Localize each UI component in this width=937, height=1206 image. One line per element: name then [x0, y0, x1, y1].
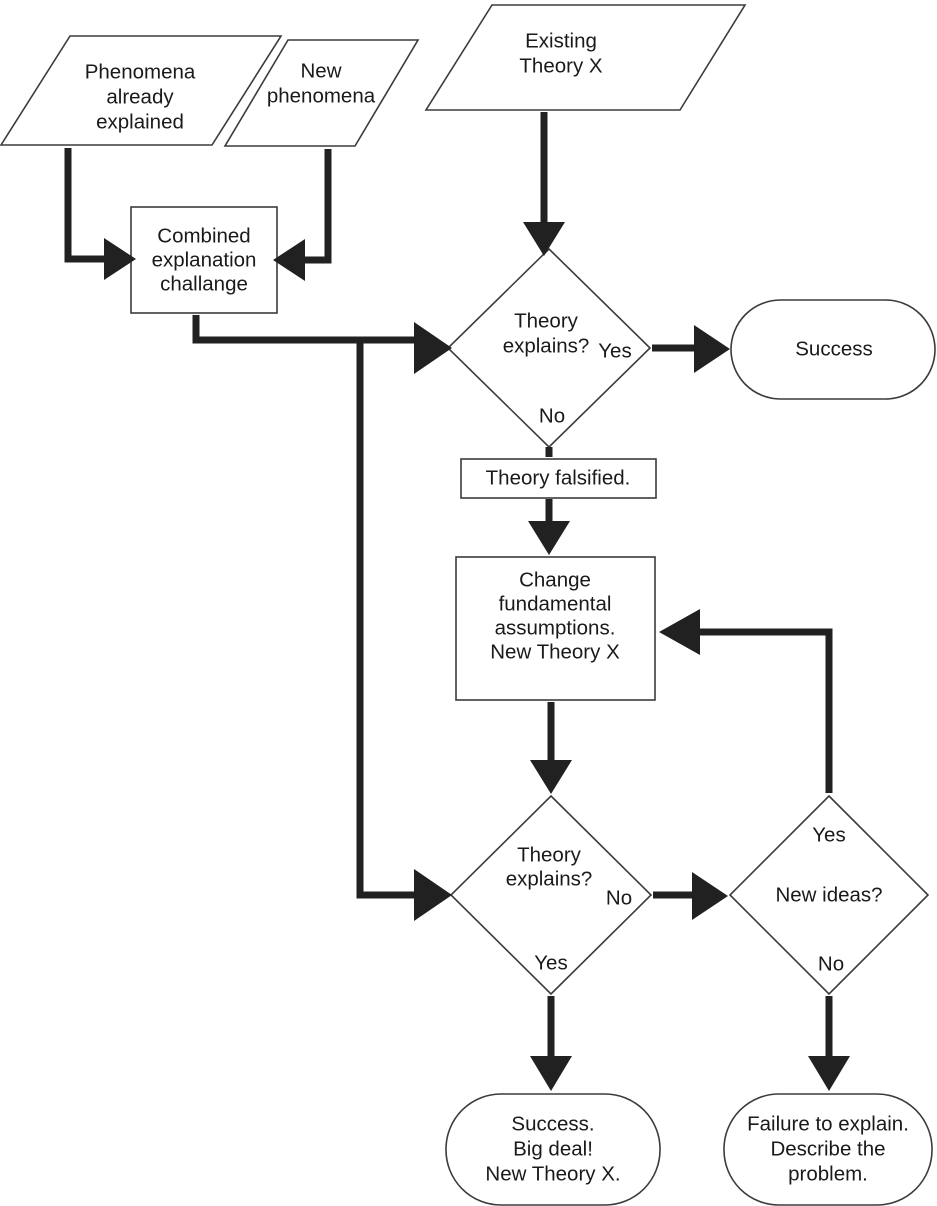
- decision-shape: [728, 794, 930, 996]
- node-phenomena-already-explained[interactable]: Phenomena already explained: [0, 35, 283, 146]
- node-label: Describe the: [770, 1137, 885, 1160]
- edge-label-yes: Yes: [534, 951, 567, 974]
- connector-phenomena-to-combined: [64, 148, 136, 280]
- arrowhead-icon: [530, 760, 572, 794]
- parallelogram-shape: [223, 39, 420, 147]
- arrowhead-icon: [414, 322, 452, 374]
- node-label: Success.: [511, 1112, 594, 1135]
- arrowhead-icon: [808, 1056, 850, 1091]
- node-success-big-deal[interactable]: Success. Big deal! New Theory X.: [445, 1093, 661, 1206]
- parallelogram-shape: [424, 4, 747, 111]
- process-shape: [130, 206, 278, 314]
- node-label: Phenomena: [85, 60, 196, 83]
- node-label: Combined: [157, 224, 250, 247]
- connector-existing-theory-to-decision1: [523, 112, 565, 256]
- process-shape: [455, 556, 656, 701]
- connector-combined-to-decisions: [192, 315, 452, 921]
- edge-label-no: No: [818, 952, 844, 975]
- node-label: problem.: [788, 1162, 868, 1185]
- node-label: Theory falsified.: [486, 466, 631, 489]
- node-success[interactable]: Success: [730, 299, 936, 400]
- arrowhead-icon: [528, 521, 570, 555]
- edge-label-yes: Yes: [812, 823, 845, 846]
- node-label: challange: [160, 272, 248, 295]
- process-shape: [460, 458, 657, 499]
- node-label: Failure to explain.: [747, 1112, 909, 1135]
- parallelogram-shape: [0, 35, 283, 146]
- node-new-phenomena[interactable]: New phenomena: [223, 39, 420, 147]
- connector-decision1-yes-to-success: [652, 325, 730, 373]
- decision-shape: [449, 794, 653, 996]
- node-label: Theory X: [519, 54, 602, 77]
- node-label: New Theory X.: [485, 1162, 620, 1185]
- node-label: phenomena: [267, 84, 376, 107]
- node-theory-falsified[interactable]: Theory falsified.: [460, 458, 657, 499]
- node-label: Change: [519, 568, 591, 591]
- connector-falsified-to-change: [528, 499, 570, 555]
- arrowhead-icon: [414, 869, 452, 921]
- node-decision-theory-explains-2[interactable]: Theory explains? No Yes: [449, 794, 653, 996]
- edge-label-yes: Yes: [598, 339, 631, 362]
- edge-label-no: No: [606, 886, 632, 909]
- node-label: New ideas?: [775, 883, 882, 906]
- node-label: Big deal!: [513, 1137, 593, 1160]
- node-label: fundamental: [499, 592, 612, 615]
- node-decision-theory-explains-1[interactable]: Theory explains? Yes No: [446, 247, 652, 449]
- terminator-shape: [445, 1093, 661, 1206]
- node-decision-new-ideas[interactable]: Yes New ideas? No: [728, 794, 930, 996]
- node-label: explains?: [506, 867, 593, 890]
- node-label: New Theory X: [490, 640, 620, 663]
- connector-newideas-no-to-failure: [808, 996, 850, 1091]
- connector-decision2-yes-to-success-big: [530, 996, 572, 1091]
- node-label: Existing: [525, 29, 597, 52]
- connector-decision2-no-to-newideas: [653, 872, 728, 920]
- node-change-assumptions[interactable]: Change fundamental assumptions. New Theo…: [455, 556, 656, 701]
- node-existing-theory-x[interactable]: Existing Theory X: [424, 4, 747, 111]
- terminator-shape: [723, 1093, 933, 1206]
- arrowhead-icon: [694, 325, 730, 373]
- connector-change-to-decision2: [530, 702, 572, 794]
- node-label: already: [106, 85, 174, 108]
- arrowhead-icon: [530, 1056, 572, 1091]
- terminator-shape: [730, 299, 936, 400]
- node-label: assumptions.: [495, 616, 616, 639]
- arrowhead-icon: [273, 239, 305, 281]
- node-label: Theory: [514, 309, 579, 332]
- node-label: explained: [96, 110, 184, 133]
- node-label: explains?: [503, 334, 590, 357]
- arrowhead-icon: [104, 238, 136, 280]
- node-failure-to-explain[interactable]: Failure to explain. Describe the problem…: [723, 1093, 933, 1206]
- connector-newideas-yes-to-change: [659, 609, 833, 793]
- arrowhead-icon: [523, 222, 565, 256]
- node-label: Success: [795, 337, 872, 360]
- node-combined-explanation-challenge[interactable]: Combined explanation challange: [130, 206, 278, 314]
- arrowhead-icon: [659, 609, 700, 655]
- arrowhead-icon: [692, 872, 728, 920]
- node-label: New: [300, 59, 341, 82]
- edge-label-no: No: [539, 404, 565, 427]
- node-label: Theory: [517, 843, 582, 866]
- connector-new-phenomena-to-combined: [273, 149, 332, 281]
- node-label: explanation: [152, 248, 257, 271]
